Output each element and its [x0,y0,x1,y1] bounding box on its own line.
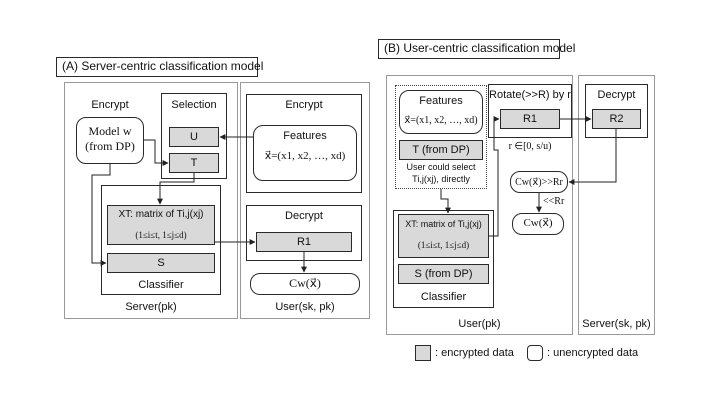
xt-b-range: (1≤i≤t, 1≤j≤d) [417,240,470,250]
xt-b-matrix-cell [398,214,489,258]
arrow-t-to-classifier [157,173,195,205]
features-label: Features [283,130,327,142]
xt-b-label: XT: matrix of Ti,j(xj) [405,219,482,229]
arrow-r2-to-cw [568,129,617,185]
user-b-container [386,75,573,335]
xt-label: XT: matrix of Ti,j(xj) [118,209,204,220]
r2-cell [592,109,641,129]
r-range: r ∈[0, s/u) [508,141,552,152]
u-cell [169,127,219,147]
user-select-note-1: User could select [406,162,476,172]
u-label: U [190,131,198,143]
panel-a-title-box [56,57,258,77]
classifier-label: Classifier [138,279,184,291]
encrypt-label: Encrypt [91,99,129,111]
t-from-dp-cell [399,140,483,160]
decrypt-label: Decrypt [285,210,323,222]
features-b-box [399,90,483,134]
rotate-label: Rotate(>>R) by r [489,89,571,101]
cw-rotated-box [510,171,568,193]
cw-result-box [250,273,360,295]
server-b-label: Server(sk, pk) [582,318,651,330]
features-vector: x⃗=(x1, x2, …, xd) [264,150,346,162]
arrow-model-to-s [91,164,111,266]
rotate-back-label: <<Rr [543,196,565,207]
cw-b-result-box [512,213,564,235]
arrow-model-to-t [144,139,169,166]
r1-b-label: R1 [522,113,538,125]
cw-rotated-label: Cw(x⃗)>>Rr [515,177,563,188]
server-b-container [578,75,655,335]
cw-result-label: Cw(x⃗) [289,276,321,290]
r2-label: R2 [609,113,624,125]
arrow-selection-to-xt [440,189,451,214]
legend-encrypted-swatch [415,345,431,361]
panel-b-title: (B) User-centric classification model [384,41,576,55]
features-b-label: Features [419,95,463,107]
user-b-label: User(pk) [458,318,501,330]
decrypt-b-label: Decrypt [597,89,636,101]
features-box [253,125,357,181]
client-encrypt-label: Encrypt [285,99,323,111]
panel-b-title-box [378,39,560,59]
s-label: S [157,257,165,269]
legend-encrypted-label: : encrypted data [435,347,514,359]
r1-b-cell [500,109,560,129]
server-label: Server(pk) [125,301,177,313]
s-from-dp-label: S (from DP) [414,268,473,280]
t-from-dp-label: T (from DP) [412,144,470,156]
t-cell [169,153,219,173]
panel-a-title: (A) Server-centric classification model [62,59,264,73]
model-box [76,117,144,164]
user-container [240,82,370,319]
model-name: Model w [88,124,132,138]
model-text: Model w (from DP) [76,124,144,154]
t-label: T [190,157,198,169]
r1-cell [256,232,352,252]
features-selection-box [395,85,487,189]
cw-b-result-label: Cw(x⃗) [523,217,553,229]
s-from-dp-cell [398,264,489,284]
user-select-note-2: Ti,j(xj), directly [412,174,470,184]
user-label: User(sk, pk) [275,301,335,313]
selection-label: Selection [171,99,217,111]
xt-range: (1≤i≤t, 1≤j≤d) [135,230,187,240]
s-cell [107,253,215,273]
classifier-b-label: Classifier [420,291,467,303]
arrow-xt-to-rotate [489,116,500,237]
r1-label: R1 [296,236,312,248]
features-b-vector: x⃗=(x1, x2, …, xd) [404,115,478,126]
legend-unencrypted-label: : unencrypted data [547,347,639,359]
xt-matrix-cell [107,205,215,245]
model-source: (from DP) [85,139,135,153]
server-container [64,82,238,319]
legend-unencrypted-swatch [527,345,543,361]
